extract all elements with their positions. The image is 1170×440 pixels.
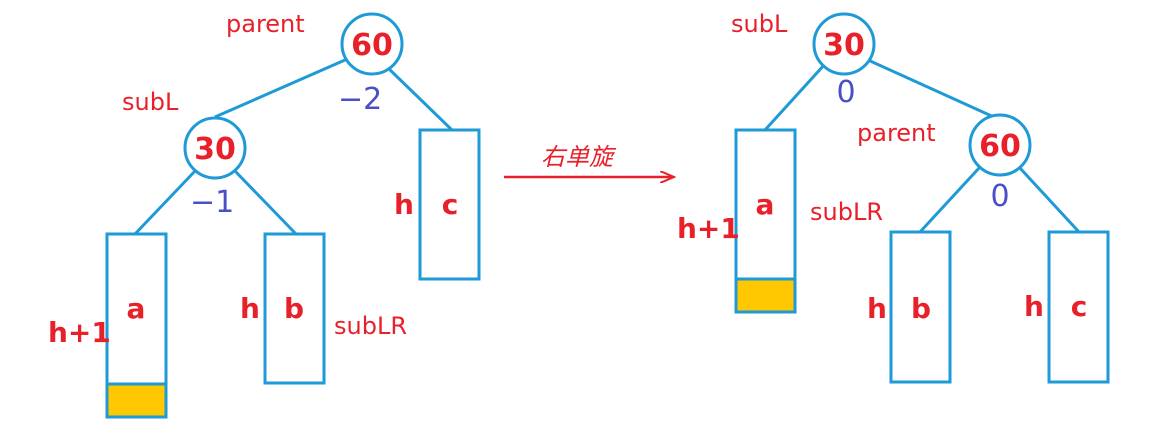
edge-parent-to-c: [1017, 165, 1081, 234]
subtree-a-insert-highlight: [105, 382, 168, 419]
subtree-a-name: a: [756, 188, 775, 221]
parent-node-value: 60: [351, 28, 393, 63]
rotation-arrow: 右单旋: [504, 143, 674, 177]
subtree-b-box: [263, 232, 326, 385]
parent-balance-factor: 0: [990, 179, 1009, 214]
edge-parent-to-c: [385, 65, 454, 132]
subtree-a-name: a: [127, 292, 146, 325]
edge-parent-to-b: [918, 165, 982, 234]
right-tree: 30 subL 0 60 parent 0 a h+1 b h subLR c …: [677, 10, 1110, 384]
parent-node-circle: [340, 12, 404, 76]
subL-label: subL: [731, 10, 788, 38]
edge-subL-to-b: [232, 168, 298, 236]
subtree-a-insert-highlight: [734, 277, 797, 314]
subtree-b-height: h: [240, 292, 260, 325]
subtree-c-height: h: [1024, 290, 1044, 323]
subL-balance-factor: −1: [190, 185, 234, 220]
subtree-c-name: c: [1071, 290, 1088, 323]
parent-node-circle: [968, 113, 1032, 177]
rotation-label: 右单旋: [541, 143, 617, 171]
subL-label: subL: [122, 88, 179, 116]
parent-balance-factor: −2: [338, 82, 382, 117]
subL-balance-factor: 0: [836, 75, 855, 110]
left-tree: 60 parent −2 30 subL −1 a h+1 b h subLR …: [48, 10, 481, 419]
subL-node-circle: [183, 116, 247, 180]
edge-subL-to-a: [763, 62, 827, 132]
parent-label: parent: [857, 119, 936, 147]
subL-node-circle: [812, 12, 876, 76]
subtree-b-box: [889, 230, 952, 384]
subL-node-value: 30: [194, 132, 236, 167]
subtree-a-height: h+1: [677, 212, 740, 245]
subtree-b-height: h: [867, 292, 887, 325]
parent-node-value: 60: [979, 129, 1021, 164]
edge-subL-to-parent: [867, 58, 997, 120]
subL-node-value: 30: [823, 28, 865, 63]
subtree-c-box: [418, 128, 481, 281]
subtree-c-height: h: [394, 188, 414, 221]
subtree-b-name: b: [911, 292, 931, 325]
edge-subL-to-a: [133, 168, 198, 236]
subtree-b-name: b: [284, 292, 304, 325]
parent-label: parent: [226, 10, 305, 38]
subtree-a-height: h+1: [48, 316, 111, 349]
subLR-label: subLR: [810, 198, 883, 226]
edge-parent-to-subL: [214, 58, 346, 119]
subLR-label: subLR: [334, 312, 407, 340]
subtree-c-name: c: [442, 188, 459, 221]
subtree-c-box: [1047, 230, 1110, 384]
